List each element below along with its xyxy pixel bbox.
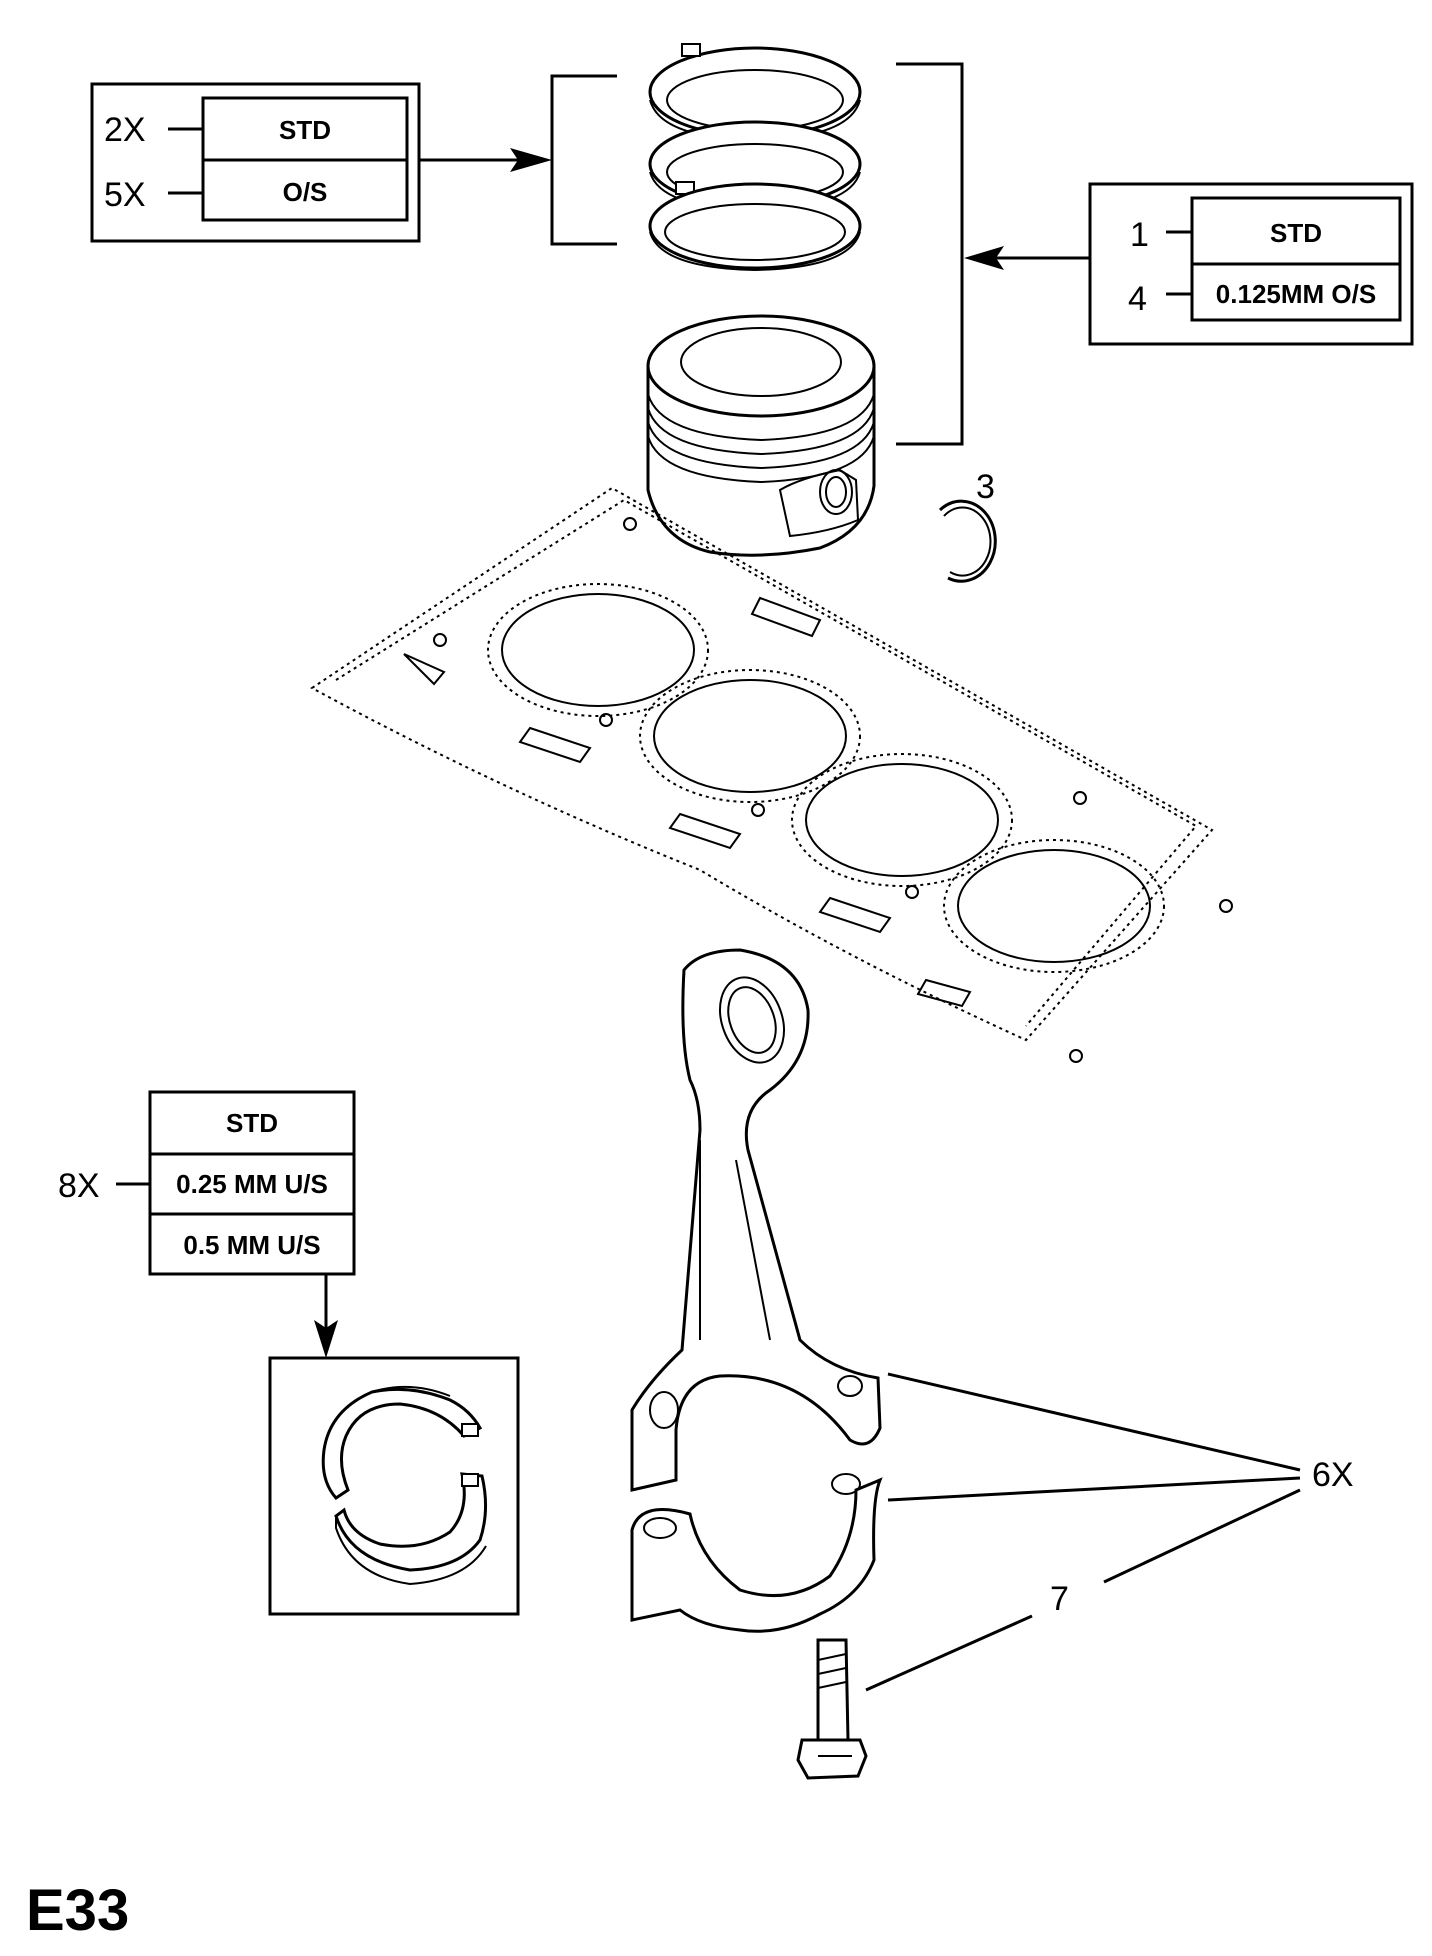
gasket-bore-3 (791, 753, 1013, 887)
piston-ring-oil (648, 182, 862, 272)
leader-bolt-lower (865, 1614, 1033, 1692)
connecting-rod (630, 948, 882, 1492)
leader-bolt-upper (1103, 1488, 1301, 1584)
piston-qty-os: 4 (1128, 280, 1147, 318)
callout-circlip: 3 (976, 468, 995, 506)
bearing-label-025: 0.25 MM U/S (176, 1169, 328, 1199)
bearing-spec-table: 8X STD 0.25 MM U/S 0.5 MM U/S (58, 1090, 356, 1358)
rings-spec-row-os (201, 158, 409, 222)
piston-qty-std: 1 (1130, 216, 1149, 254)
bearing-label-05: 0.5 MM U/S (183, 1230, 320, 1260)
bearing-arrow-head (314, 1320, 338, 1358)
rings-bracket (550, 74, 617, 246)
callout-conrod: 6X (1312, 1456, 1354, 1494)
bearing-detail-frame (268, 1356, 520, 1616)
bearing-shell-upper (321, 1385, 483, 1500)
piston-arrow-head (964, 246, 1004, 270)
rings-spec-frame (90, 82, 421, 243)
rings-arrow-head (510, 148, 552, 172)
piston-assembly-bracket (896, 62, 964, 446)
cylinder-head-gasket (310, 486, 1233, 1063)
bearing-shell-detail (268, 1356, 520, 1616)
bearing-spec-row-05 (148, 1212, 356, 1276)
connecting-rod-cap (630, 1473, 883, 1633)
rings-label-std: STD (279, 115, 331, 145)
rings-label-os: O/S (283, 177, 328, 207)
piston-spec-table: 1 4 STD 0.125MM O/S (964, 182, 1414, 346)
gasket-bore-1 (487, 583, 709, 717)
bearing-qty: 8X (58, 1167, 100, 1205)
leader-conrod (887, 1372, 1301, 1472)
callout-bolt: 7 (1050, 1580, 1069, 1618)
piston-spec-frame (1088, 182, 1414, 346)
piston-label-os: 0.125MM O/S (1216, 279, 1376, 309)
gasket-bore-4 (943, 839, 1165, 973)
page-code: E33 (26, 1878, 129, 1943)
connecting-rod-bolt (796, 1638, 868, 1780)
gasket-bore-2 (639, 669, 861, 803)
piston-label-std: STD (1270, 218, 1322, 248)
rings-spec-table: 2X 5X STD O/S (90, 82, 552, 243)
piston-pin-circlip: 3 (938, 468, 997, 583)
leader-conrod-cap (887, 1476, 1301, 1502)
rings-qty-os: 5X (104, 176, 146, 214)
piston-ring-middle (648, 120, 862, 212)
piston-ring-top (648, 43, 862, 142)
bearing-shell-lower (334, 1472, 488, 1586)
piston-spec-row-os (1190, 262, 1402, 322)
piston-rings (648, 43, 862, 272)
piston (646, 314, 876, 557)
bearing-label-std: STD (226, 1108, 278, 1138)
rings-qty-std: 2X (104, 111, 146, 149)
